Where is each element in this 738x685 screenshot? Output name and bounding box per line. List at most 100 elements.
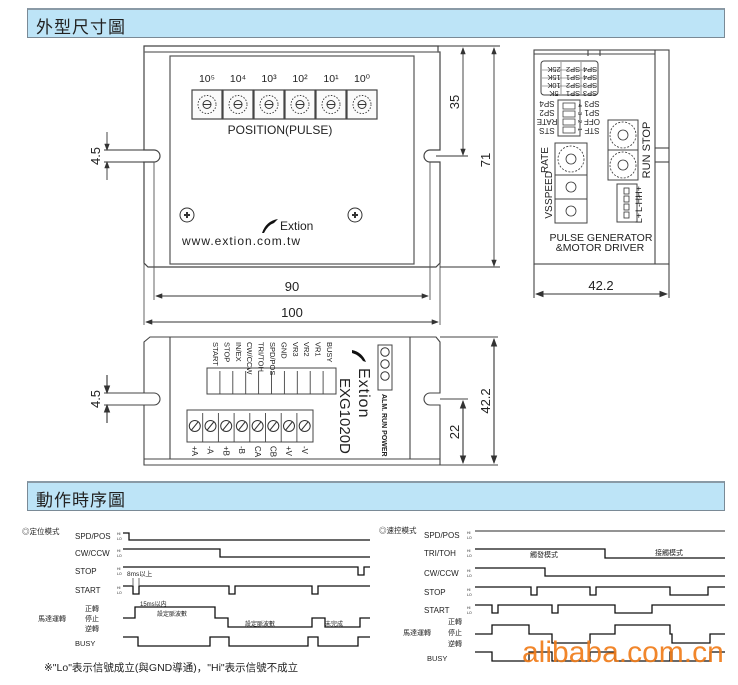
speed-motor-run-label: 馬達運轉 — [403, 628, 431, 637]
cw-ccw-wave — [123, 548, 370, 558]
side-terminal-label: H- — [634, 195, 644, 205]
dip-right-label: SP4 — [539, 99, 555, 108]
side-dials — [557, 121, 637, 219]
speed-table-cell: SP2 — [566, 65, 580, 74]
motor-state-stop: 停止 — [85, 614, 99, 623]
side-view — [533, 49, 670, 298]
speed-motor-state-reverse: 逆轉 — [448, 639, 462, 648]
signal-label: VR3 — [291, 342, 300, 357]
terminal-label: -B — [237, 446, 246, 454]
motor-state-forward: 正轉 — [85, 604, 99, 613]
terminal-screw-icon — [251, 420, 264, 432]
top-website: www.extion.com.tw — [181, 234, 301, 248]
speed-busy-wave — [475, 651, 725, 662]
hi-level-label: HI — [117, 586, 121, 590]
speed-table-cell: SP3 — [583, 81, 597, 90]
led-run-icon — [380, 359, 390, 369]
watermark: alibaba.com.cn — [522, 636, 724, 669]
lo-level-label: LO — [467, 554, 472, 558]
tri-toh-wave — [475, 548, 725, 559]
top-view — [143, 45, 441, 325]
speed-signal-label: CW/CCW — [424, 569, 459, 578]
signal-connector — [219, 371, 324, 394]
terminal-screw-icon — [298, 420, 311, 432]
terminal-screw-slot-icon — [269, 421, 277, 431]
signal-label: SPD/POS — [268, 342, 277, 375]
dial-exponent-label: 10³ — [261, 73, 277, 85]
speed-motor-state-stop: 停止 — [448, 628, 462, 637]
dip-left-label: SP1 — [584, 108, 600, 117]
busy-wave — [123, 636, 370, 647]
lo-level-label: LO — [467, 611, 472, 615]
terminal-screw-icon — [283, 420, 295, 432]
speed-table-cell: SP1 — [566, 73, 580, 82]
lo-level-label: LO — [117, 554, 122, 558]
signal-label: TRI/TOH — [257, 342, 266, 372]
speed-motor-wave — [475, 624, 725, 644]
terminal-screw-slot-icon — [222, 421, 230, 431]
dial-exponent-label: 10⁰ — [354, 73, 371, 85]
speed-mode-label: ◎速控模式 — [379, 525, 417, 535]
terminal-label: +A — [190, 446, 199, 457]
top-outer-width-dim: 100 — [281, 305, 303, 320]
terminal-label: CB — [269, 446, 278, 457]
note-15ms: 15ms以内 — [140, 600, 167, 608]
speed-signal-label: SPD/POS — [424, 531, 460, 540]
terminal-label: +B — [221, 446, 230, 456]
status-leds — [380, 347, 390, 381]
led-alm-icon — [380, 347, 390, 357]
run-stop-label: RUN STOP — [641, 122, 653, 179]
speed-signal-label: STOP — [424, 588, 446, 597]
timing-footnote: ※"Lo"表示信號成立(與GND導通)，"Hi"表示信號不成立 — [44, 661, 298, 674]
dial-ticks-icon — [290, 95, 310, 114]
speed-cw-ccw-wave — [475, 567, 725, 577]
mounting-screw-left — [179, 207, 195, 223]
top-inner-width-dim: 90 — [285, 279, 299, 294]
position-signal-label: START — [75, 586, 101, 595]
note-set-pulses-2: 設定脈波數 — [245, 620, 275, 628]
terminal-screw-icon — [267, 420, 280, 432]
signal-label: GND — [279, 342, 288, 359]
motor-run-label: 馬達運轉 — [38, 614, 66, 623]
dip-number: 1 — [576, 128, 582, 131]
note-incomplete: 未完成 — [325, 620, 343, 628]
note-set-pulses: 設定脈波數 — [157, 610, 187, 618]
signal-label: IN/EX — [234, 342, 243, 362]
side-terminal-labels: H+H-L-L+ — [634, 186, 644, 223]
dip-right-label: SP2 — [539, 108, 555, 117]
speed-signal-label: START — [424, 606, 450, 615]
motor-wave — [123, 606, 370, 628]
speed-start-wave — [475, 604, 725, 614]
dip-left-label: OFF — [584, 117, 600, 126]
front-brand: Extion — [355, 368, 372, 418]
led-labels: ALM. RUN POWER — [380, 394, 387, 457]
terminal-screw-slot-icon — [285, 421, 293, 431]
terminal-screw-slot-icon — [206, 421, 215, 431]
signal-label: CW/CCW — [245, 342, 254, 375]
terminal-screw-slot-icon — [301, 421, 309, 431]
top-view-dimension-lines — [104, 45, 500, 325]
note-8ms: 8ms以上 — [127, 569, 153, 578]
position-busy-label: BUSY — [75, 639, 95, 648]
top-height-dim: 71 — [478, 153, 493, 167]
dip-right-label: RATE — [537, 117, 558, 126]
top-slot-to-top-dim: 35 — [447, 95, 462, 109]
speed-table-cell: 25K — [547, 65, 560, 74]
top-slot-dim: 4.5 — [88, 147, 103, 165]
front-model: EXG1020D — [336, 378, 353, 454]
dip-number: 2 — [576, 120, 582, 123]
timing-section-header: 動作時序圖 — [27, 481, 725, 511]
speed-table-cell: 10K — [547, 81, 560, 90]
front-slot-dim: 4.5 — [88, 390, 103, 408]
hi-level-label: HI — [467, 588, 471, 592]
terminal-screw-slot-icon — [253, 421, 262, 431]
hi-level-label: HI — [467, 549, 471, 553]
speed-table-cell: 15K — [547, 73, 560, 82]
